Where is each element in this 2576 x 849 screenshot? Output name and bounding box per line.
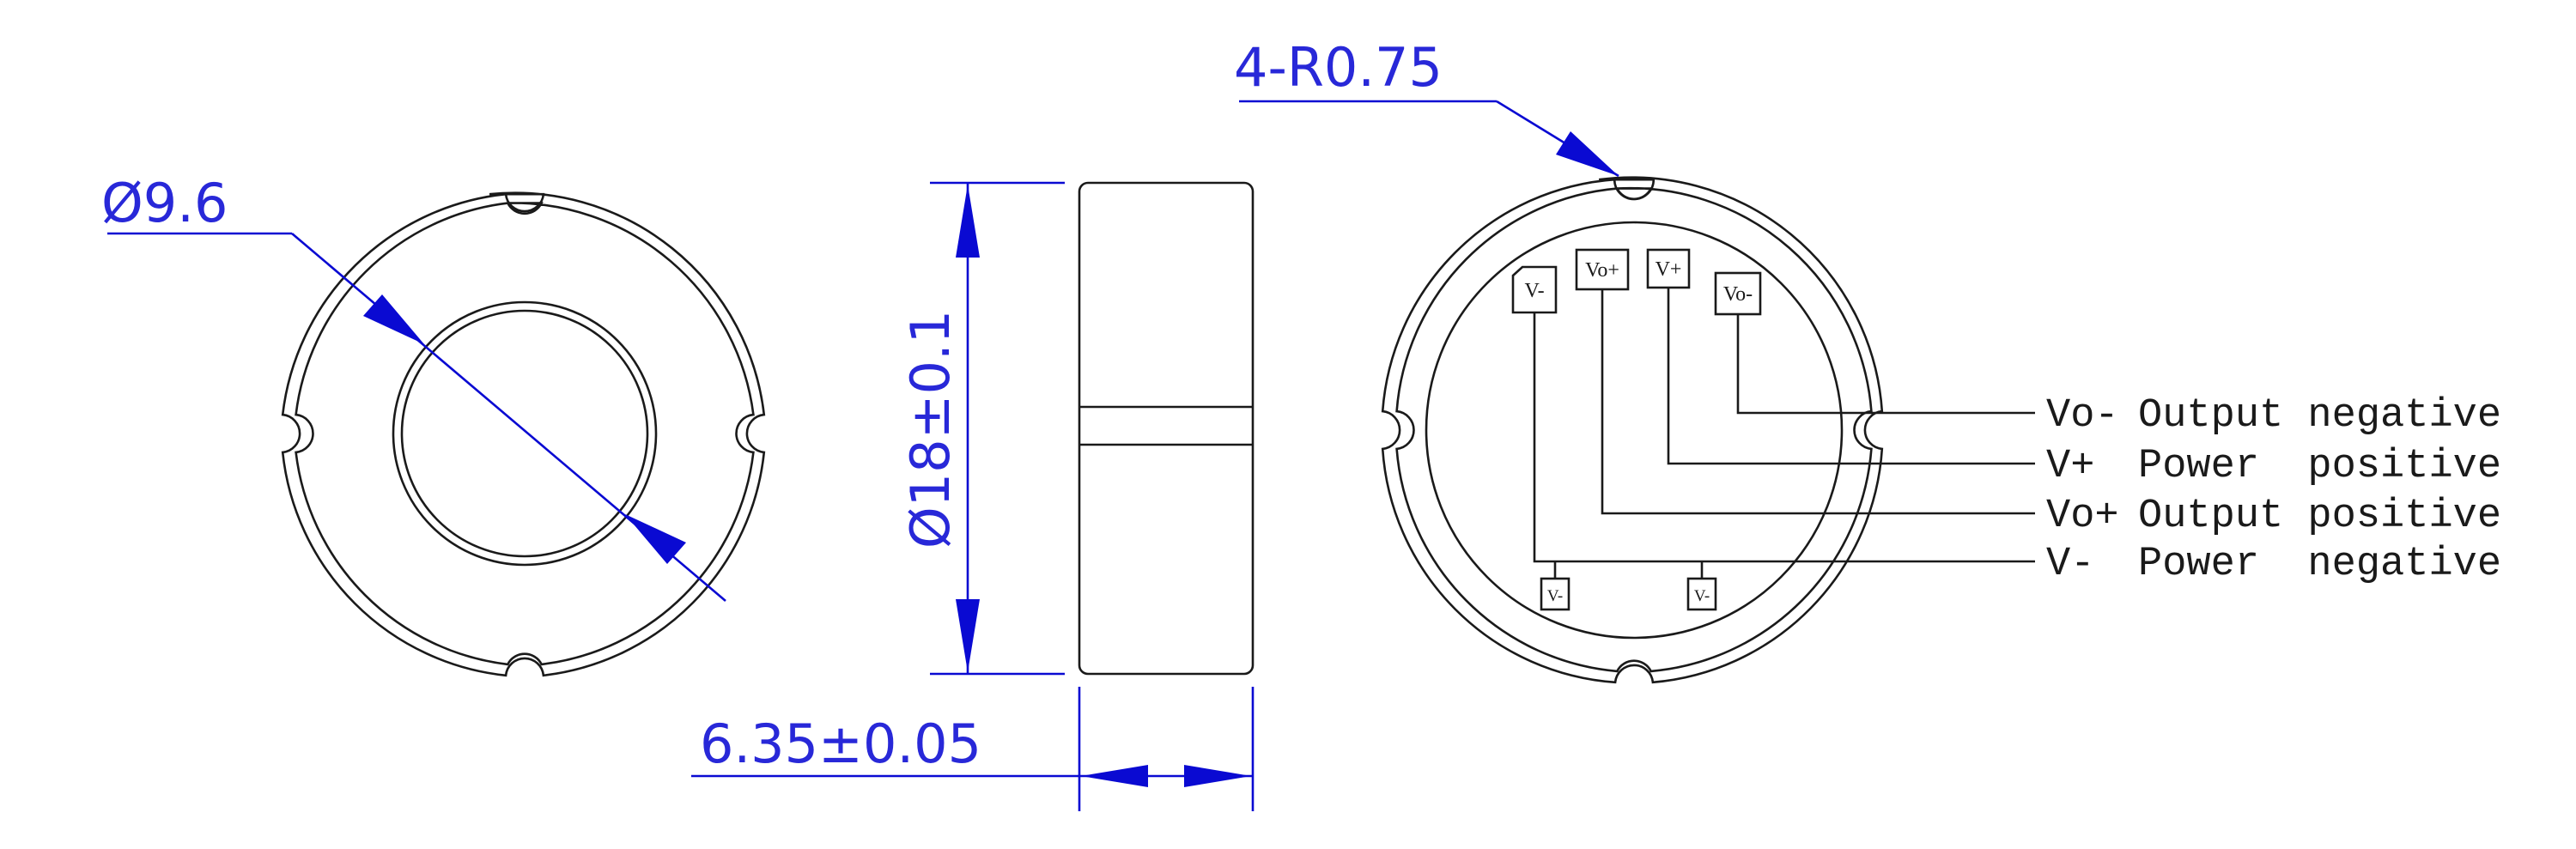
pin-pad-v-plus: V+ <box>1646 248 1691 289</box>
legend-row-1: Vo- Output negative <box>2046 393 2501 439</box>
side-view <box>1078 181 1255 676</box>
pin-label-v-plus: V+ <box>1656 258 1682 281</box>
legend-row-3-pin: Vo+ <box>2046 494 2119 539</box>
inner-diameter-dimension: Ø9.6 <box>101 172 726 602</box>
front-view <box>281 191 766 677</box>
thickness-dimension: 6.35±0.05 <box>691 687 1255 811</box>
legend-row-2: V+ Power positive <box>2046 444 2501 489</box>
pin-pad-v-minus-bottom-left: V- <box>1540 577 1571 611</box>
legend-row-1-pin: Vo- <box>2046 393 2119 439</box>
notch-radius-label: 4-R0.75 <box>1234 36 1443 99</box>
lead-vo-minus <box>1736 314 2035 415</box>
back-outer-ring-outer <box>1381 176 1884 684</box>
front-bore-outer <box>392 300 658 567</box>
pin-leads <box>1533 288 2035 579</box>
pin-pad-v-minus-top: V- <box>1511 265 1558 314</box>
pin-pad-vo-minus: Vo- <box>1714 271 1762 316</box>
back-outer-ring-inner <box>1395 186 1873 673</box>
lead-v-minus <box>1533 312 2035 563</box>
legend-row-3-function: Output positive <box>2138 494 2501 539</box>
side-body <box>1078 181 1255 676</box>
legend-row-2-function: Power positive <box>2138 444 2501 489</box>
outer-diameter-dimension: Ø18±0.1 <box>899 181 1065 676</box>
inner-diameter-label: Ø9.6 <box>101 172 228 234</box>
legend-row-3: Vo+ Output positive <box>2046 494 2501 539</box>
legend-row-4-function: Power negative <box>2138 542 2501 587</box>
thickness-arrow-left <box>1081 765 1148 787</box>
pin-label-vo-plus: Vo+ <box>1585 259 1619 282</box>
legend-row-1-function: Output negative <box>2138 393 2501 439</box>
legend-row-2-pin: V+ <box>2046 444 2094 489</box>
lead-vo-plus <box>1601 289 2035 515</box>
pin-legend: Vo- Output negative V+ Power positive Vo+ O… <box>2046 393 2501 587</box>
lead-v-plus <box>1667 288 2035 465</box>
pin-label-v-minus-bottom-right: V- <box>1694 587 1710 605</box>
inner-diameter-arrow-top <box>363 294 424 344</box>
outer-diameter-arrow-top <box>956 185 980 258</box>
legend-row-4: V- Power negative <box>2046 542 2501 587</box>
pin-pad-vo-plus: Vo+ <box>1575 248 1630 291</box>
outer-diameter-label: Ø18±0.1 <box>899 310 962 549</box>
front-outer-ring-outer <box>281 191 766 677</box>
pin-label-v-minus-bottom-left: V- <box>1547 587 1563 605</box>
inner-diameter-arrow-bottom <box>625 514 686 564</box>
thickness-label: 6.35±0.05 <box>700 713 981 775</box>
pin-label-v-minus-top: V- <box>1524 280 1544 302</box>
pin-pads: V- Vo+ V+ Vo- V- V- <box>1511 248 1762 611</box>
notch-radius-arrow <box>1556 131 1619 176</box>
legend-row-4-pin: V- <box>2046 542 2094 587</box>
front-outer-ring-inner <box>295 202 755 666</box>
front-bore-inner <box>400 309 649 558</box>
back-inner-circle <box>1425 221 1844 640</box>
notch-radius-dimension: 4-R0.75 <box>1234 36 1619 178</box>
back-view <box>1381 176 1884 684</box>
pin-label-vo-minus: Vo- <box>1723 283 1753 306</box>
pin-pad-v-minus-bottom-right: V- <box>1686 577 1717 611</box>
thickness-arrow-right <box>1184 765 1251 787</box>
outer-diameter-arrow-bottom <box>956 599 980 672</box>
